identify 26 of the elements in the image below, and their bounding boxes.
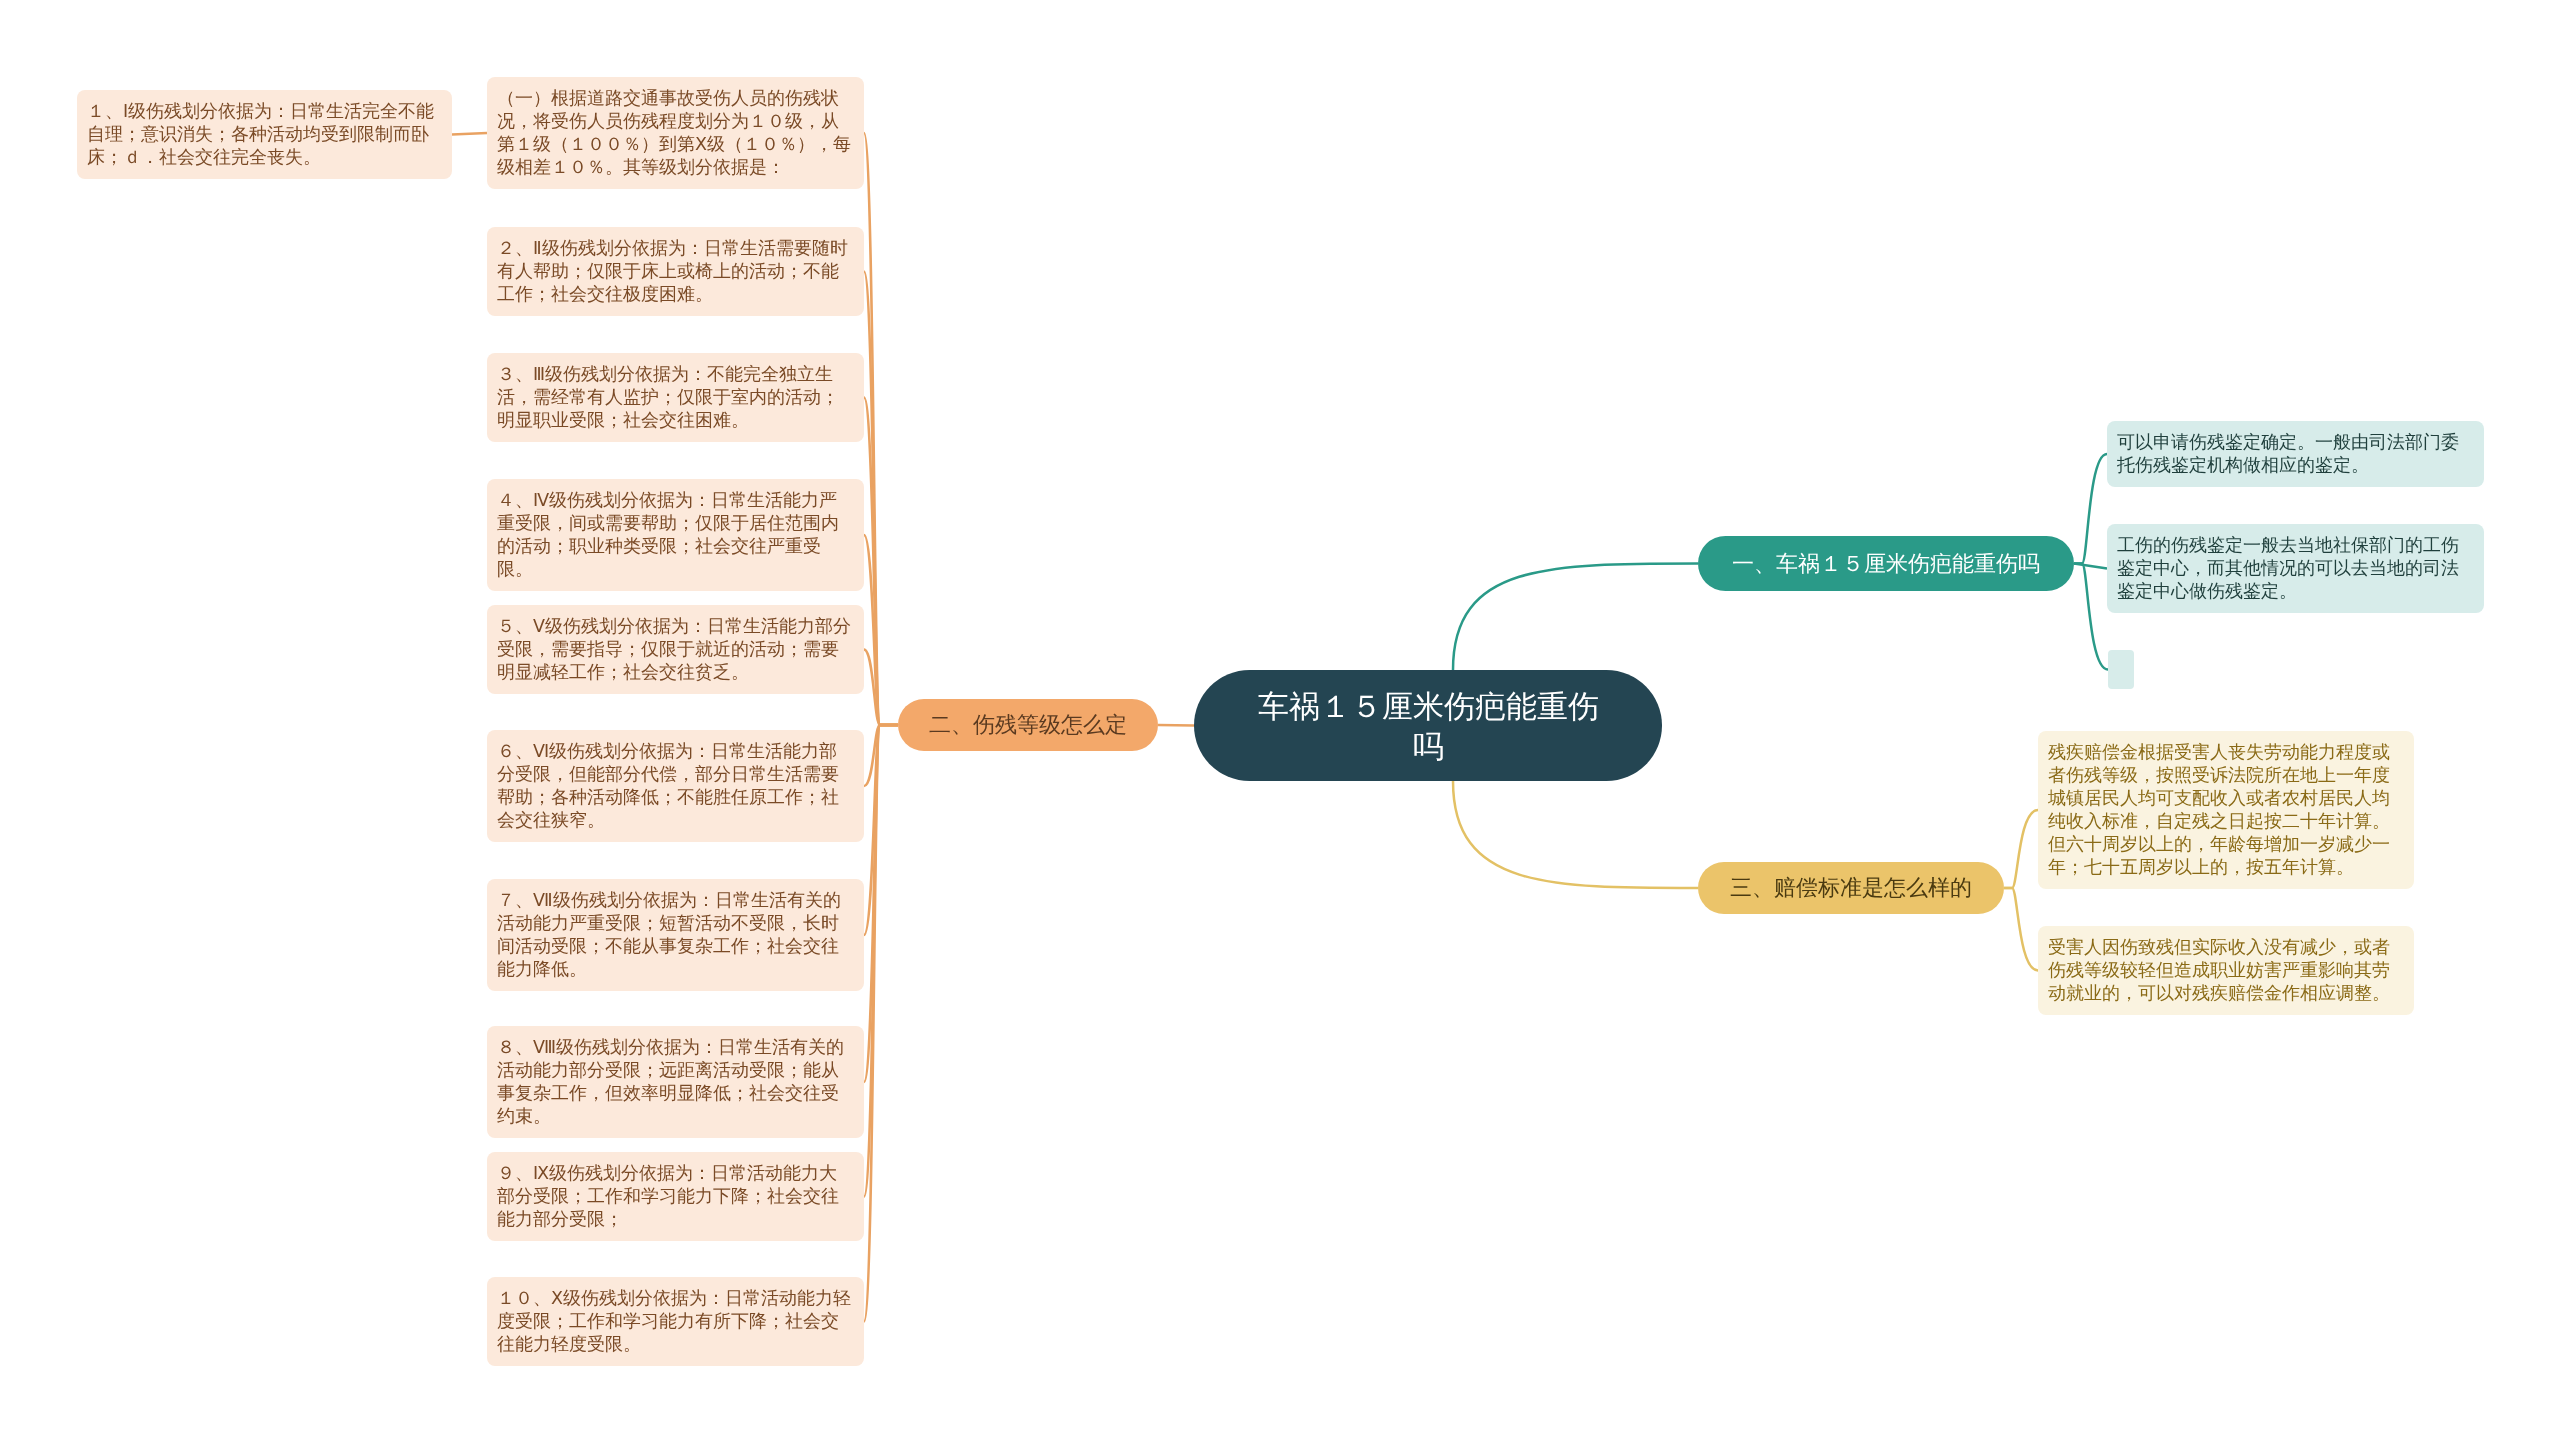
main-topic: 二、伤残等级怎么定 xyxy=(898,699,1158,751)
connector-line xyxy=(451,131,488,136)
subtopic-card: ２、Ⅱ级伤残划分依据为：日常生活需要随时有人帮助；仅限于床上或椅上的活动；不能工作；社会交往极度困难。 xyxy=(487,227,864,316)
main-topic: 一、车祸１５厘米伤疤能重伤吗 xyxy=(1698,536,2074,591)
subtopic-card: ６、Ⅵ级伤残划分依据为：日常生活能力部分受限，但能部分代偿，部分日常生活需要帮助；各种活动降低；不能胜任原工作；社会交往狭窄。 xyxy=(487,730,864,842)
subtopic-card: 可以申请伤残鉴定确定。一般由司法部门委托伤残鉴定机构做相应的鉴定。 xyxy=(2107,421,2484,487)
subtopic-card: ８、Ⅷ级伤残划分依据为：日常生活有关的活动能力部分受限；远距离活动受限；能从事复杂工作，但效率明显降低；社会交往受约束。 xyxy=(487,1026,864,1138)
subtopic-card: ４、Ⅳ级伤残划分依据为：日常生活能力严重受限，间或需要帮助；仅限于居住范围内的活动；职业种类受限；社会交往严重受限。 xyxy=(487,479,864,591)
subtopic-card: ９、Ⅸ级伤残划分依据为：日常活动能力大部分受限；工作和学习能力下降；社会交往能力部分受限； xyxy=(487,1152,864,1241)
connector-line xyxy=(1451,562,1698,671)
subtopic-card: 受害人因伤致残但实际收入没有减少，或者伤残等级较轻但造成职业妨害严重影响其劳动就业的，可以对残疾赔偿金作相应调整。 xyxy=(2038,926,2414,1015)
connector-line xyxy=(2074,562,2109,671)
subtopic-card: １０、Ⅹ级伤残划分依据为：日常活动能力轻度受限；工作和学习能力有所下降；社会交往能力轻度受限。 xyxy=(487,1277,864,1366)
subtopic-card: （一）根据道路交通事故受伤人员的伤残状况，将受伤人员伤残程度划分为１０级，从第１级（１００％）到第Ⅹ级（１０％），每级相差１０％。其等级划分依据是： xyxy=(487,77,864,189)
main-topic: 三、赔偿标准是怎么样的 xyxy=(1698,862,2004,914)
connector-line xyxy=(1451,780,1698,890)
subtopic-card: ３、Ⅲ级伤残划分依据为：不能完全独立生活，需经常有人监护；仅限于室内的活动；明显职业受限；社会交往困难。 xyxy=(487,353,864,442)
subtopic-card: 残疾赔偿金根据受害人丧失劳动能力程度或者伤残等级，按照受诉法院所在地上一年度城镇居民人均可支配收入或者农村居民人均纯收入标准，自定残之日起按二十年计算。但六十周岁以上的，年龄每增加一岁减少一年；七十五周岁以上的，按五年计算。 xyxy=(2038,731,2414,889)
connector-line xyxy=(2004,886,2039,972)
empty-box xyxy=(2108,650,2134,689)
subtopic-card: 工伤的伤残鉴定一般去当地社保部门的工伤鉴定中心，而其他情况的可以去当地的司法鉴定中心做伤残鉴定。 xyxy=(2107,524,2484,613)
central-topic: 车祸１５厘米伤疤能重伤吗 xyxy=(1194,670,1662,781)
subtopic-card: ７、Ⅶ级伤残划分依据为：日常生活有关的活动能力严重受限；短暂活动不受限，长时间活动受限；不能从事复杂工作；社会交往能力降低。 xyxy=(487,879,864,991)
subtopic-card: ５、Ⅴ级伤残划分依据为：日常生活能力部分受限，需要指导；仅限于就近的活动；需要明显减轻工作；社会交往贫乏。 xyxy=(487,605,864,694)
connector-line xyxy=(1158,723,1194,727)
subtopic-card: １、Ⅰ级伤残划分依据为：日常生活完全不能自理；意识消失；各种活动均受到限制而卧床；ｄ．社会交往完全丧失。 xyxy=(77,90,452,179)
